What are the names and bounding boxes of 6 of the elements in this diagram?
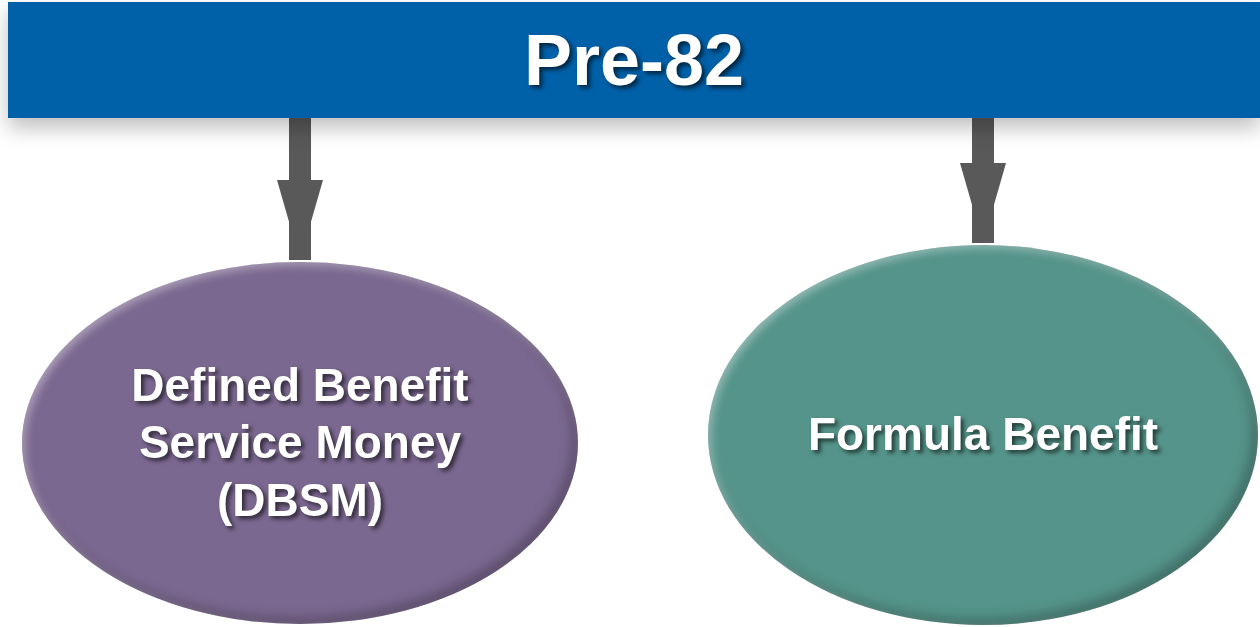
arrow: [277, 118, 323, 260]
category-label: Formula Benefit: [807, 407, 1159, 463]
category-label: Defined Benefit Service Money (DBSM): [130, 357, 470, 528]
title-banner: [8, 2, 1260, 118]
title-text: Pre-82: [523, 19, 745, 102]
arrow: [960, 118, 1006, 243]
